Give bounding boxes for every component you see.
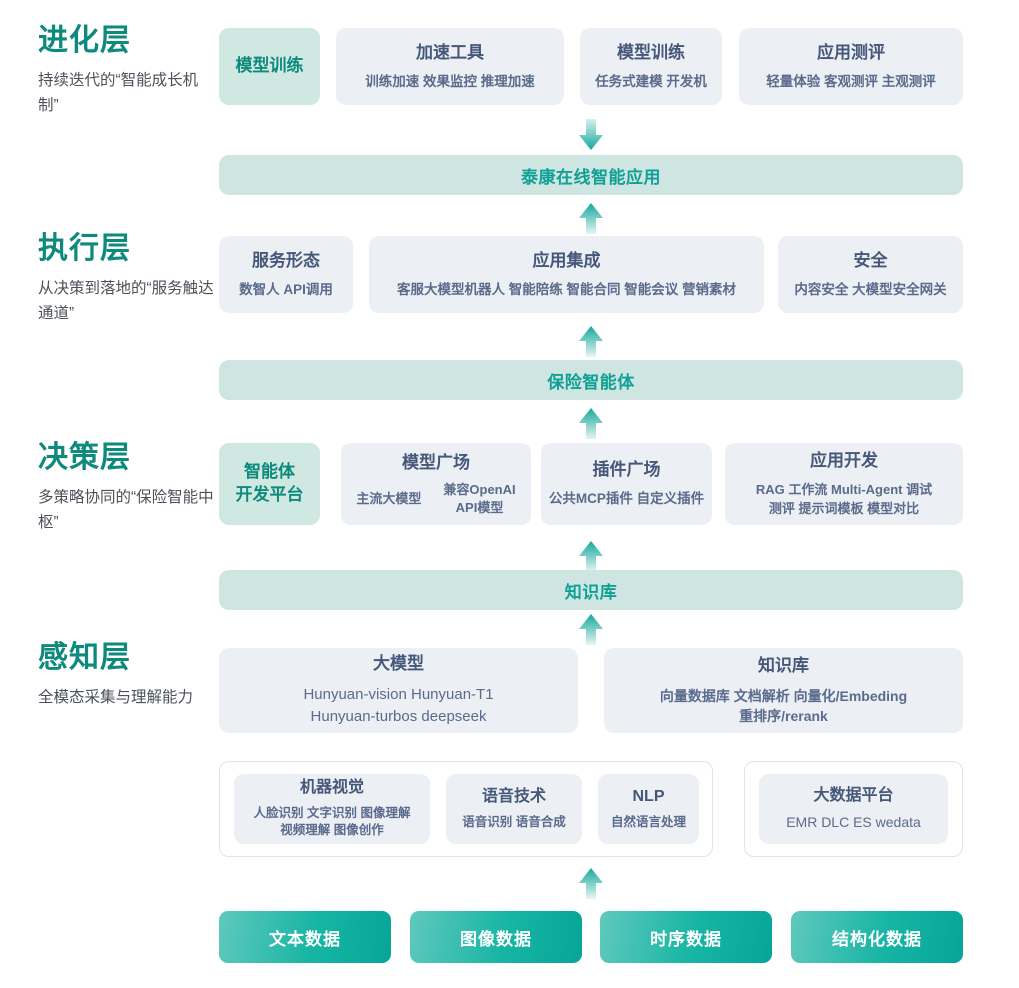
card-decision-plugin-plaza[interactable]: 插件广场 公共MCP插件 自定义插件 [541, 443, 712, 525]
card-title: 模型训练 [617, 42, 685, 62]
chip-label: 结构化数据 [832, 929, 922, 949]
card-title: 大模型 [373, 654, 424, 674]
card-evolution-app-evaluation[interactable]: 应用测评 轻量体验 客观测评 主观测评 [739, 28, 963, 105]
card-evolution-model-training-2[interactable]: 模型训练 任务式建模 开发机 [580, 28, 722, 105]
card-subtitle: 人脸识别 文字识别 图像理解 视频理解 图像创作 [253, 805, 411, 838]
card-title: 插件广场 [592, 460, 661, 480]
banner-text: 知识库 [564, 582, 618, 602]
card-evolution-model-training[interactable]: 模型训练 [219, 28, 320, 105]
layer-desc: 全模态采集与理解能力 [38, 688, 194, 706]
card-title: 服务形态 [252, 250, 320, 270]
arrow-down-icon [578, 119, 604, 151]
card-title: 模型训练 [235, 56, 304, 76]
card-subtitle: EMR DLC ES wedata [786, 813, 921, 830]
card-subtitle-row: 主流大模型 兼容OpenAI API模型 [356, 481, 515, 516]
card-decision-model-plaza[interactable]: 模型广场 主流大模型 兼容OpenAI API模型 [341, 443, 531, 525]
card-title: 知识库 [758, 655, 809, 675]
chip-text-data[interactable]: 文本数据 [219, 911, 391, 963]
card-title: 应用开发 [810, 451, 878, 471]
layer-title: 执行层 [38, 232, 131, 265]
banner-knowledge-base[interactable]: 知识库 [219, 570, 963, 610]
chip-label: 文本数据 [269, 929, 341, 949]
banner-text: 保险智能体 [547, 372, 635, 392]
card-title: 应用集成 [532, 250, 601, 270]
layer-desc: 从决策到落地的“服务触达通道” [38, 279, 214, 322]
card-title: 应用测评 [817, 42, 885, 62]
layer-title: 进化层 [38, 24, 131, 57]
card-subtitle: 向量数据库 文档解析 向量化/Embeding 重排序/rerank [659, 687, 908, 725]
card-title: 大数据平台 [813, 786, 894, 804]
layer-desc: 多策略协同的“保险智能中枢” [38, 488, 214, 531]
card-subtitle: 语音识别 语音合成 [462, 814, 566, 829]
card-title: 语音技术 [481, 787, 546, 805]
card-execution-app-integration[interactable]: 应用集成 客服大模型机器人 智能陪练 智能合同 智能会议 营销素材 [369, 236, 764, 313]
arrow-up-icon [578, 614, 604, 646]
card-execution-security[interactable]: 安全 内容安全 大模型安全网关 [778, 236, 963, 313]
layer-label-decision: 决策层 多策略协同的“保险智能中枢” [38, 441, 218, 535]
card-tech-nlp[interactable]: NLP 自然语言处理 [598, 774, 699, 844]
chip-image-data[interactable]: 图像数据 [410, 911, 582, 963]
card-subtitle: 客服大模型机器人 智能陪练 智能合同 智能会议 营销素材 [396, 281, 736, 297]
card-subtitle: 轻量体验 客观测评 主观测评 [766, 73, 936, 89]
banner-text: 泰康在线智能应用 [521, 167, 661, 187]
layer-label-execution: 执行层 从决策到落地的“服务触达通道” [38, 232, 218, 326]
card-tech-machine-vision[interactable]: 机器视觉 人脸识别 文字识别 图像理解 视频理解 图像创作 [234, 774, 430, 844]
card-perception-knowledge-base[interactable]: 知识库 向量数据库 文档解析 向量化/Embeding 重排序/rerank [604, 648, 963, 733]
card-title: 加速工具 [416, 42, 484, 62]
card-subtitle-item: 主流大模型 [356, 490, 422, 506]
arrow-up-icon [578, 408, 604, 440]
layer-title: 感知层 [38, 641, 131, 674]
card-subtitle: RAG 工作流 Multi-Agent 调试 测评 提示词模板 模型对比 [755, 482, 933, 516]
card-title: 安全 [853, 250, 888, 270]
layer-label-perception: 感知层 全模态采集与理解能力 [38, 641, 218, 710]
card-subtitle: 训练加速 效果监控 推理加速 [365, 73, 535, 89]
chip-label: 图像数据 [460, 929, 532, 949]
card-title: 机器视觉 [299, 779, 364, 797]
group-box-ai-capabilities [219, 761, 713, 857]
card-subtitle: 自然语言处理 [610, 814, 686, 829]
banner-insurance-agent[interactable]: 保险智能体 [219, 360, 963, 400]
arrow-up-icon [578, 326, 604, 358]
card-decision-agent-dev-platform[interactable]: 智能体 开发平台 [219, 443, 320, 525]
group-box-bigdata [744, 761, 963, 857]
chip-structured-data[interactable]: 结构化数据 [791, 911, 963, 963]
layer-title: 决策层 [38, 441, 131, 474]
card-evolution-acceleration-tools[interactable]: 加速工具 训练加速 效果监控 推理加速 [336, 28, 564, 105]
chip-label: 时序数据 [650, 929, 722, 949]
card-decision-app-development[interactable]: 应用开发 RAG 工作流 Multi-Agent 调试 测评 提示词模板 模型对… [725, 443, 963, 525]
banner-taikang-app[interactable]: 泰康在线智能应用 [219, 155, 963, 195]
card-subtitle: 公共MCP插件 自定义插件 [548, 491, 705, 507]
layer-label-evolution: 进化层 持续迭代的“智能成长机制” [38, 24, 218, 118]
arrow-up-icon [578, 541, 604, 573]
arrow-up-icon [578, 203, 604, 235]
chip-timeseries-data[interactable]: 时序数据 [600, 911, 772, 963]
card-subtitle: 任务式建模 开发机 [595, 73, 707, 89]
card-execution-service-form[interactable]: 服务形态 数智人 API调用 [219, 236, 353, 313]
card-subtitle: Hunyuan-vision Hunyuan-T1 Hunyuan-turbos… [303, 686, 494, 726]
card-subtitle-item: 兼容OpenAI API模型 [443, 482, 516, 515]
card-subtitle: 内容安全 大模型安全网关 [794, 281, 947, 297]
layer-desc: 持续迭代的“智能成长机制” [38, 71, 199, 114]
card-perception-large-model[interactable]: 大模型 Hunyuan-vision Hunyuan-T1 Hunyuan-tu… [219, 648, 578, 733]
card-title: NLP [632, 787, 665, 805]
card-bigdata-platform[interactable]: 大数据平台 EMR DLC ES wedata [759, 774, 948, 844]
card-tech-speech[interactable]: 语音技术 语音识别 语音合成 [446, 774, 582, 844]
card-title: 智能体 开发平台 [235, 462, 304, 504]
card-subtitle: 数智人 API调用 [239, 281, 333, 297]
card-title: 模型广场 [402, 452, 470, 472]
arrow-up-icon [578, 868, 604, 900]
